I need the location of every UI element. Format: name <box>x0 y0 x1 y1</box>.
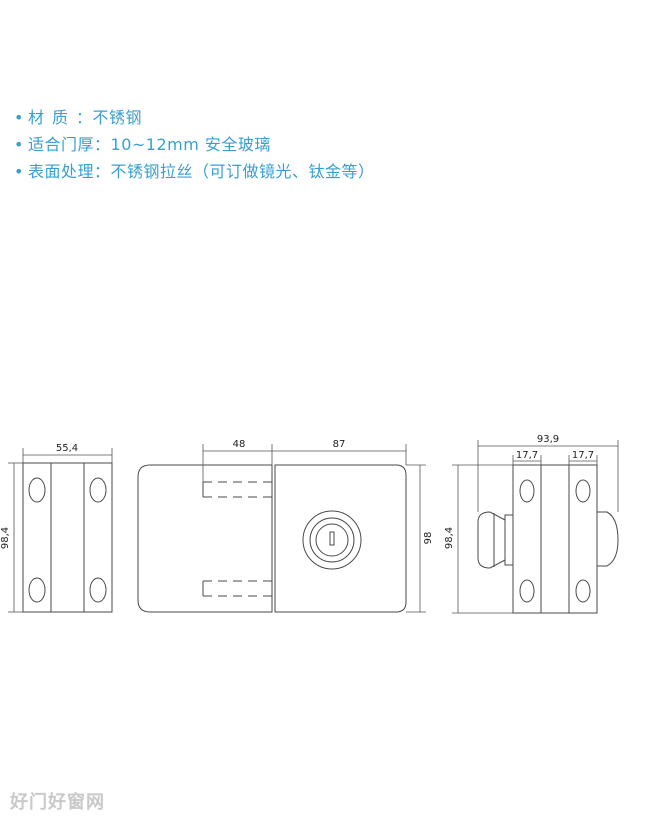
dim-right-seg2: 17,7 <box>572 450 594 461</box>
right-body <box>512 464 598 614</box>
screw-hole <box>89 477 107 503</box>
dim-right-seg1: 17,7 <box>516 450 538 461</box>
screw-hole <box>519 579 535 603</box>
spec-material: •材质：不锈钢 <box>14 104 142 128</box>
screw-hole <box>575 479 591 503</box>
spec-door-thickness: •适合门厚：10~12mm 安全玻璃 <box>14 131 271 155</box>
key-cylinder-outer <box>302 510 362 570</box>
keyhole-icon <box>329 531 335 546</box>
middle-view: 48 87 98 <box>137 439 434 613</box>
watermark: 好门好窗网 <box>10 792 105 813</box>
spec-sep: ： <box>94 162 111 181</box>
bullet: • <box>14 108 24 127</box>
knob-stem <box>504 514 513 566</box>
screw-hole <box>28 577 46 603</box>
spec-label: 表面处理 <box>28 162 95 181</box>
screw-hole <box>575 579 591 603</box>
lock-body <box>274 464 407 613</box>
screw-hole <box>519 479 535 503</box>
bullet: • <box>14 162 24 181</box>
right-view: 93,9 17,7 17,7 98,4 <box>444 434 619 614</box>
spec-sep: ： <box>94 135 111 154</box>
spec-value: 不锈钢 <box>92 108 143 127</box>
dim-right-total: 93,9 <box>537 434 559 445</box>
spec-value: 不锈钢拉丝（可订做镜光、钛金等） <box>110 162 375 181</box>
knob-icon <box>477 511 506 569</box>
latch-bolt <box>597 511 619 567</box>
left-plate <box>137 464 273 613</box>
spec-value: 10~12mm 安全玻璃 <box>110 135 271 154</box>
dim-mid-left: 48 <box>233 439 246 450</box>
left-body <box>22 462 113 613</box>
dim-mid-height: 98 <box>423 532 434 545</box>
dim-right-height: 98,4 <box>444 527 455 549</box>
spec-surface: •表面处理：不锈钢拉丝（可订做镜光、钛金等） <box>14 158 375 182</box>
spec-label: 适合门厚 <box>28 135 95 154</box>
spec-sep: ： <box>76 108 93 127</box>
left-view: 55,4 98,4 <box>0 443 113 613</box>
dim-left-width: 55,4 <box>56 443 78 454</box>
key-cylinder-core <box>315 523 349 557</box>
dim-mid-right: 87 <box>333 439 346 450</box>
dim-left-height: 98,4 <box>0 527 11 549</box>
screw-hole <box>28 477 46 503</box>
spec-label: 材质 <box>28 108 77 127</box>
screw-hole <box>89 577 107 603</box>
key-cylinder-ring <box>309 517 355 563</box>
bullet: • <box>14 135 24 154</box>
